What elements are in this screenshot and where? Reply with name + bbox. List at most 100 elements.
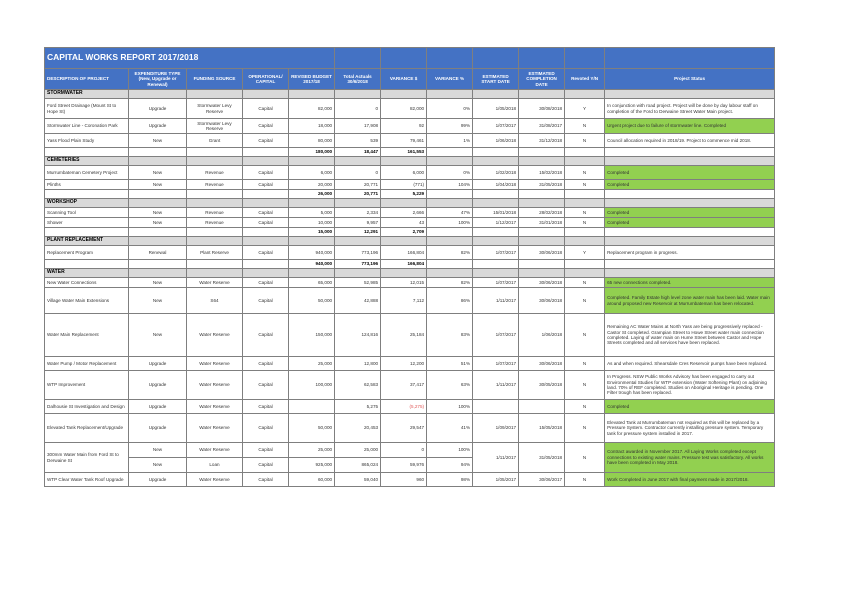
- table-cell: Capital: [242, 356, 289, 371]
- table-cell: 1/07/2017: [472, 118, 520, 134]
- table-row: 300mm Water Main from Ford St to Derwain…: [44, 442, 776, 473]
- table-cell: N: [564, 370, 606, 400]
- table-cell: 940,000: [287, 245, 336, 260]
- subtotal-cell: [426, 189, 474, 199]
- subtotal-cell: [604, 147, 776, 157]
- table-cell: 1%: [426, 133, 474, 148]
- subtotal-cell: [242, 147, 289, 157]
- table-cell: Capital: [242, 165, 289, 180]
- table-cell: 12,800: [334, 356, 382, 371]
- section-title: WORKSHOP: [44, 198, 129, 208]
- table-cell: 1/04/2018: [472, 179, 520, 190]
- table-cell: N: [564, 356, 606, 371]
- table-cell: N: [564, 118, 606, 134]
- table-cell: Water Reserve: [186, 277, 243, 288]
- table-cell: 20,771: [334, 179, 382, 190]
- table-cell: Capital: [242, 313, 289, 357]
- subtotal-cell: [604, 227, 776, 237]
- subtotal-cell: [518, 189, 566, 199]
- table-cell: 1/12/2017: [472, 217, 520, 228]
- table-cell: [186, 268, 243, 278]
- table-cell: New: [128, 457, 187, 473]
- table-cell: [334, 198, 382, 208]
- table-cell: [242, 89, 289, 99]
- subtotal-cell: [472, 189, 520, 199]
- table-cell: Revenue: [186, 217, 243, 228]
- table-cell: 31/05/2018: [518, 179, 566, 190]
- table-cell: 30/06/2018: [518, 245, 566, 260]
- table-cell: 5,000: [287, 207, 336, 218]
- table-cell: 1/05/2018: [472, 98, 520, 119]
- table-cell: Stormwater Levy Reserve: [186, 98, 243, 119]
- table-cell: Capital: [242, 118, 289, 134]
- project-description: WTP Clear Water Tank Roof Upgrade: [44, 472, 129, 487]
- table-cell: 773,196: [334, 245, 382, 260]
- table-cell: Water Reserve: [186, 370, 243, 400]
- section-header-row: PLANT REPLACEMENT: [44, 236, 776, 246]
- table-cell: [604, 156, 776, 166]
- table-cell: 100%: [426, 399, 474, 414]
- table-cell: [518, 89, 566, 99]
- table-cell: 82%: [426, 245, 474, 260]
- project-status: Work Completed in June 2017 with final p…: [604, 472, 776, 487]
- table-cell: Capital: [242, 217, 289, 228]
- title-row: CAPITAL WORKS REPORT 2017/2018: [43, 47, 776, 69]
- table-cell: 1/07/2017: [472, 313, 520, 357]
- table-cell: [334, 236, 382, 246]
- subtotal-cell: [472, 147, 520, 157]
- project-description: WTP Improvement: [44, 370, 129, 400]
- table-cell: [426, 156, 474, 166]
- project-description: Replacement Program: [44, 245, 129, 260]
- column-header: REVISED BUDGET 2017/18: [287, 68, 336, 90]
- table-cell: 25,000: [334, 442, 382, 458]
- table-cell: 28/02/2018: [518, 207, 566, 218]
- project-status: Completed: [604, 179, 776, 190]
- table-cell: 6,000: [380, 165, 428, 180]
- table-cell: 6,000: [287, 165, 336, 180]
- table-cell: N: [564, 277, 606, 288]
- subtotal-cell: [186, 189, 243, 199]
- table-cell: Capital: [242, 179, 289, 190]
- table-cell: 1/07/2017: [472, 245, 520, 260]
- report-title: CAPITAL WORKS REPORT 2017/2018: [43, 47, 336, 69]
- table-cell: [426, 198, 474, 208]
- subtotal-cell: 20,771: [334, 189, 382, 199]
- column-header: OPERATIONAL/ CAPITAL: [242, 68, 289, 90]
- table-cell: 2,334: [334, 207, 382, 218]
- table-cell: 42,888: [334, 287, 382, 314]
- table-cell: N: [564, 287, 606, 314]
- table-cell: 15/01/2018: [472, 207, 520, 218]
- table-cell: Capital: [242, 245, 289, 260]
- table-cell: N: [564, 413, 606, 443]
- subtotal-cell: 12,291: [334, 227, 382, 237]
- table-cell: S64: [186, 287, 243, 314]
- table-cell: [518, 198, 566, 208]
- table-cell: [186, 236, 243, 246]
- table-cell: 124,816: [334, 313, 382, 357]
- subtotal-cell: [564, 227, 606, 237]
- subtotal-cell: [604, 259, 776, 269]
- table-cell: 30/05/2018: [518, 370, 566, 400]
- table-cell: 37,417: [380, 370, 428, 400]
- table-cell: [472, 198, 520, 208]
- table-cell: 100,000: [287, 370, 336, 400]
- table-cell: [380, 268, 428, 278]
- table-cell: Plant Reserve: [186, 245, 243, 260]
- project-status: As and when required. Shearsdale Cres Re…: [604, 356, 776, 371]
- table-cell: [287, 399, 336, 414]
- table-cell: [564, 89, 606, 99]
- table-cell: 63%: [426, 370, 474, 400]
- subtotal-cell: [472, 259, 520, 269]
- table-cell: 20,453: [334, 413, 382, 443]
- table-cell: Upgrade: [128, 118, 187, 134]
- column-header: ESTIMATED COMPLETION DATE: [518, 68, 566, 90]
- table-cell: 25,000: [287, 356, 336, 371]
- table-cell: [287, 268, 336, 278]
- project-description: Water Main Replacement: [44, 313, 129, 357]
- table-cell: Stormwater Levy Reserve: [186, 118, 243, 134]
- subtotal-cell: 26,000: [287, 189, 336, 199]
